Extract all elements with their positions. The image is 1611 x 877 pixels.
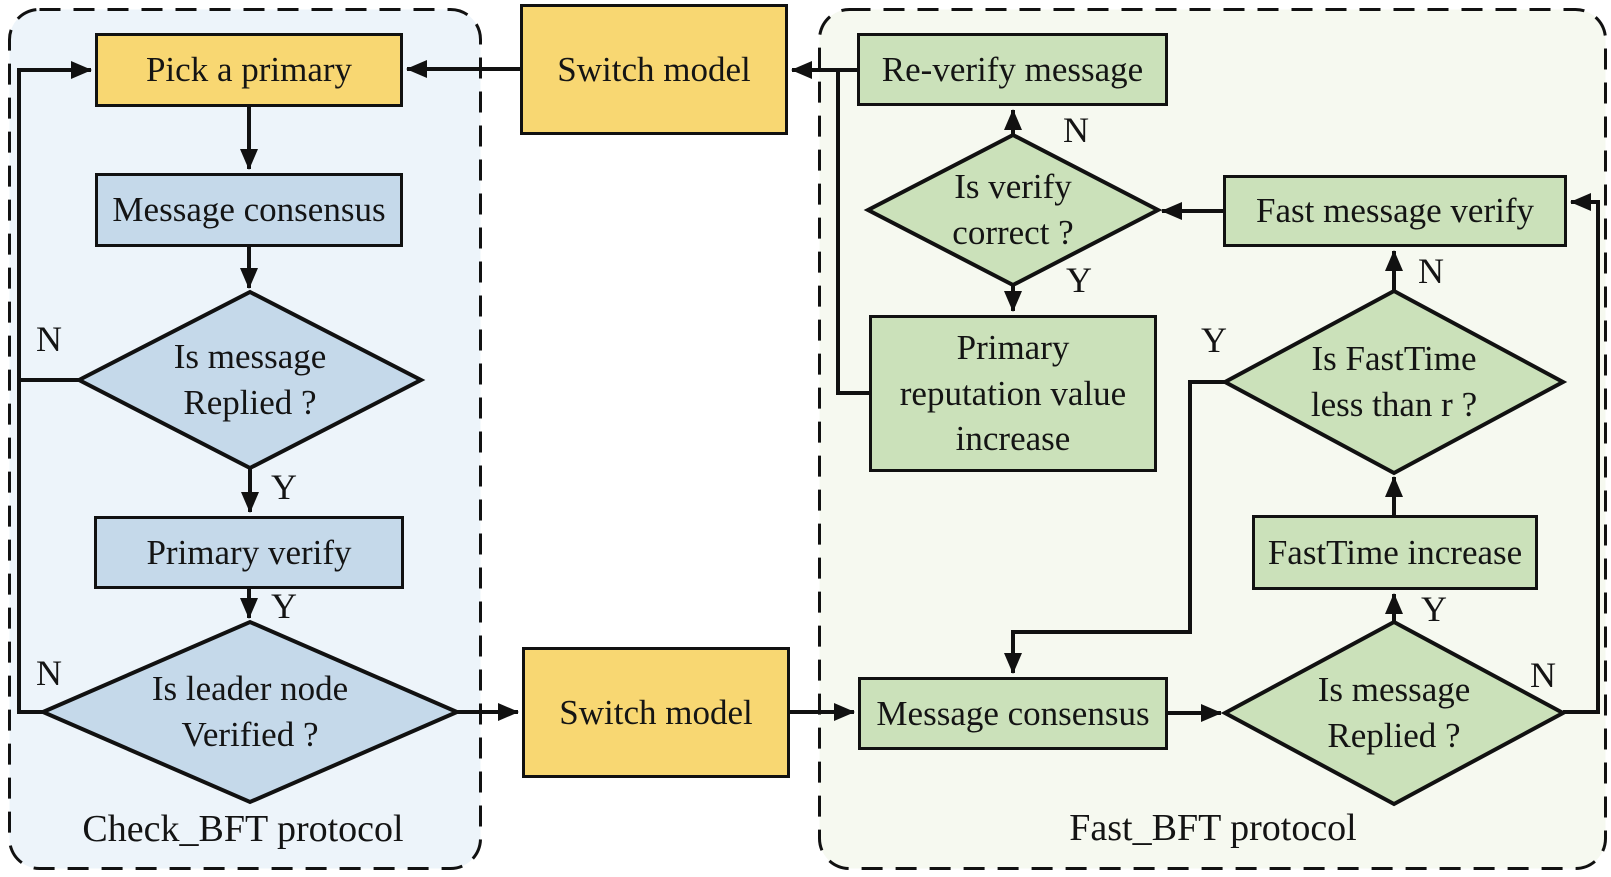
node-fasttime-increase: FastTime increase	[1252, 515, 1538, 590]
label-is-leader-verified: Is leader node Verified ?	[151, 668, 349, 754]
node-message-consensus-check: Message consensus	[95, 173, 403, 247]
decision-is-verify-correct	[863, 132, 1163, 288]
label-is-fasttime-less: Is FastTime less than r ?	[1310, 338, 1478, 424]
node-message-consensus-fast: Message consensus	[858, 677, 1168, 750]
branch-no-verify-correct: N	[1063, 110, 1089, 150]
branch-no-leader-verified: N	[36, 653, 62, 693]
label-is-message-replied-check: Is message Replied ?	[173, 336, 327, 422]
branch-no-message-replied-fast: N	[1530, 655, 1556, 695]
branch-yes-message-replied-check: Y	[271, 467, 297, 507]
label-is-verify-correct: Is verify correct ?	[952, 166, 1074, 252]
edge-replied-no-to-fast-verify	[1563, 193, 1600, 714]
decision-is-message-replied-check	[74, 289, 426, 471]
edge-fasttime-less-yes-to-consensus	[1004, 380, 1225, 674]
fast-bft-panel-title: Fast_BFT protocol	[1069, 807, 1357, 849]
node-fast-message-verify: Fast message verify	[1223, 175, 1567, 247]
edge-no-loop-to-pick-primary	[17, 61, 92, 714]
node-primary-verify: Primary verify	[94, 516, 404, 589]
node-primary-reputation-increase: Primary reputation value increase	[869, 315, 1157, 472]
branch-no-fasttime-less: N	[1418, 251, 1444, 291]
decision-is-fasttime-less	[1220, 288, 1568, 476]
edge-reputation-to-switch-top	[791, 61, 869, 395]
node-reverify-message: Re-verify message	[857, 33, 1168, 106]
branch-yes-primary-verify: Y	[271, 586, 297, 626]
node-pick-primary: Pick a primary	[95, 33, 403, 107]
branch-yes-message-replied-fast: Y	[1421, 589, 1447, 629]
label-is-message-replied-fast: Is message Replied ?	[1317, 669, 1471, 755]
branch-no-message-replied-check: N	[36, 319, 62, 359]
node-switch-model-top: Switch model	[520, 4, 788, 135]
branch-yes-fasttime-less: Y	[1201, 320, 1227, 360]
check-bft-panel-title: Check_BFT protocol	[82, 808, 404, 850]
node-switch-model-bottom: Switch model	[522, 647, 790, 778]
branch-yes-verify-correct: Y	[1066, 260, 1092, 300]
